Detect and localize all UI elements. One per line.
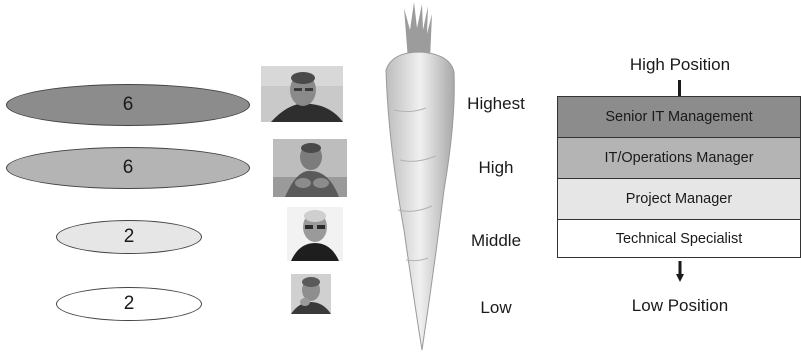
position-hierarchy: Senior IT Management IT/Operations Manag… (557, 96, 801, 258)
hierarchy-row-label: Senior IT Management (605, 109, 752, 125)
hierarchy-row-label: IT/Operations Manager (604, 150, 753, 166)
count-value: 2 (124, 226, 135, 248)
arrow-down-icon (676, 261, 684, 283)
count-ellipse-low: 2 (56, 287, 202, 321)
person-photo-3 (287, 207, 343, 261)
level-label-low: Low (446, 298, 546, 318)
person-photo-4 (291, 274, 331, 314)
count-value: 2 (124, 293, 135, 315)
person-photo-1 (261, 66, 343, 122)
count-value: 6 (123, 94, 134, 116)
count-value: 6 (123, 157, 134, 179)
arrow-up-icon (678, 80, 681, 96)
high-position-label: High Position (580, 55, 780, 75)
hierarchy-row-label: Technical Specialist (616, 231, 743, 247)
hierarchy-row: Technical Specialist (558, 220, 800, 257)
person-photo-2 (273, 139, 347, 197)
low-position-label: Low Position (580, 296, 780, 316)
count-ellipse-middle: 2 (56, 220, 202, 254)
level-label-highest: Highest (446, 94, 546, 114)
hierarchy-row-label: Project Manager (626, 191, 732, 207)
hierarchy-row: Senior IT Management (558, 97, 800, 138)
level-label-middle: Middle (446, 231, 546, 251)
count-ellipse-highest: 6 (6, 84, 250, 126)
count-ellipse-high: 6 (6, 147, 250, 189)
hierarchy-row: Project Manager (558, 179, 800, 220)
level-label-high: High (446, 158, 546, 178)
hierarchy-row: IT/Operations Manager (558, 138, 800, 179)
